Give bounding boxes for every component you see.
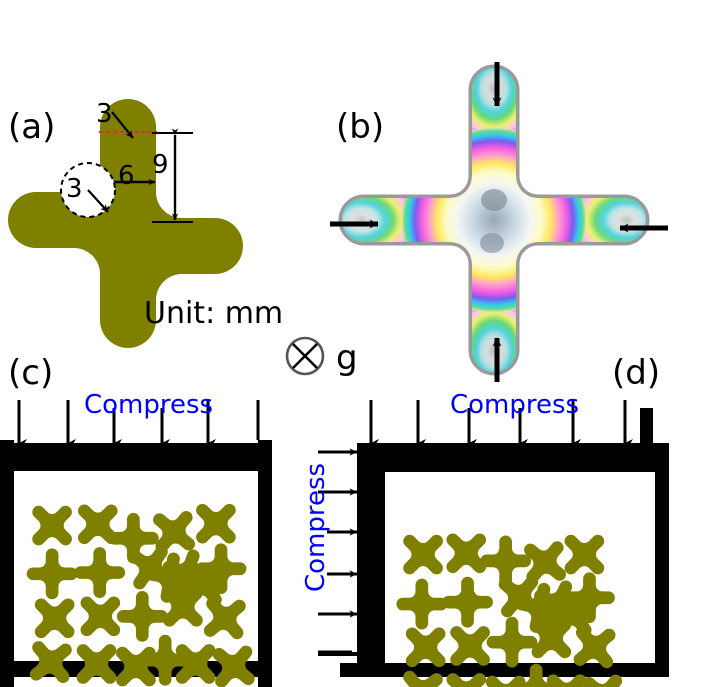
cross-particle (530, 658, 603, 687)
cross-particle (480, 535, 532, 587)
panel-c-container (0, 440, 272, 687)
panel-d-container (318, 408, 669, 677)
fringe-tip-bottom (454, 270, 534, 372)
cross-particle (60, 628, 133, 687)
cross-particle (387, 518, 460, 591)
panel-d-compress-label-top: Compress (450, 390, 580, 420)
cross-particle (195, 543, 247, 595)
cross-particle (18, 582, 91, 655)
cross-particle (509, 526, 581, 598)
cross-particle (483, 560, 556, 633)
cross-particle (430, 517, 503, 590)
cross-particle (15, 626, 87, 687)
panel-c-uniaxial-cell (0, 400, 272, 687)
cross-particle (139, 634, 191, 686)
cross-particle (116, 590, 168, 642)
fringe-core-nucleus-lower (480, 233, 504, 253)
cross-particle (180, 487, 252, 560)
panel-c-wall-left (0, 440, 14, 687)
gravity-symbol (285, 336, 325, 376)
panel-d-piston-left (357, 443, 385, 677)
cross-particle (509, 577, 571, 639)
fillet-radius-leader (87, 189, 109, 213)
gravity-label: g (336, 338, 358, 378)
dimension-arm-width-label: 6 (118, 161, 135, 191)
cross-particle (389, 611, 462, 684)
panel-d-wall-corner-tab (640, 408, 653, 450)
cross-particle (138, 496, 210, 568)
cross-particle (442, 576, 493, 628)
cross-particle (386, 655, 458, 687)
cross-particle (107, 512, 159, 564)
cross-particle (469, 659, 542, 687)
cross-particle (169, 548, 240, 620)
panel-label-a: (a) (8, 107, 56, 147)
cross-particle (115, 532, 186, 603)
fringe-tip-right (538, 180, 646, 260)
cross-particle (140, 548, 200, 608)
fringe-tip-top (454, 68, 534, 170)
photoelastic-particle-halo (338, 64, 650, 376)
cross-particle (99, 630, 172, 687)
panel-label-c: (c) (8, 353, 54, 393)
cross-particle (159, 628, 232, 687)
unit-note: Unit: mm (144, 296, 284, 331)
panel-d-wall-right (655, 443, 669, 677)
fringe-tip-left (342, 180, 450, 260)
panel-d-compress-label-left: Compress (301, 462, 331, 592)
cross-particle (430, 657, 503, 687)
panel-d-wall-bottom (340, 663, 669, 677)
cross-particle (16, 489, 89, 562)
panel-d-biaxial-cell (318, 400, 669, 687)
panel-d-piston-top (357, 443, 669, 472)
gravity-cross-stroke-2 (292, 343, 318, 369)
gravity-cross-stroke-1 (292, 343, 318, 369)
panel-c-piston (14, 443, 258, 471)
cross-particle (197, 630, 270, 687)
tip-radius-leader (111, 111, 134, 139)
photoelastic-fringe-field (342, 68, 646, 372)
gravity-circle-icon (285, 336, 325, 376)
cross-particle (146, 570, 219, 643)
panel-label-d: (d) (612, 353, 661, 393)
panel-c-wall-right (258, 440, 272, 687)
panel-label-b: (b) (336, 107, 385, 147)
cross-particle (548, 518, 621, 591)
cross-particle (558, 611, 631, 684)
cross-particle (486, 616, 538, 668)
panel-c-wall-bottom (0, 661, 272, 677)
cross-particle (538, 578, 610, 650)
dimension-fillet-radius-label: 3 (66, 174, 83, 204)
panel-c-compress-label: Compress (84, 390, 214, 420)
cross-particle (515, 602, 588, 675)
cross-particle (26, 548, 78, 600)
cross-particle (523, 570, 592, 638)
cross-particle (154, 541, 220, 607)
cross-particle (64, 580, 137, 653)
fringe-core-nucleus-upper (481, 189, 507, 211)
panel-d-particle-field (386, 517, 640, 687)
cross-particle (434, 610, 507, 682)
dimension-tip-radius-label: 3 (96, 99, 113, 129)
panel-d-wall-bottom-tab (318, 652, 358, 656)
fringe-center-rosette (402, 128, 586, 312)
cross-particle (567, 659, 640, 687)
cross-particle (189, 582, 261, 655)
cross-particle (74, 547, 126, 598)
dimension-arm-length-label: 9 (152, 150, 169, 180)
cross-particle (564, 572, 615, 624)
cross-particle (396, 578, 448, 630)
cross-particle (61, 488, 134, 561)
cross-particle (510, 663, 562, 687)
panel-c-particle-field (15, 487, 270, 687)
